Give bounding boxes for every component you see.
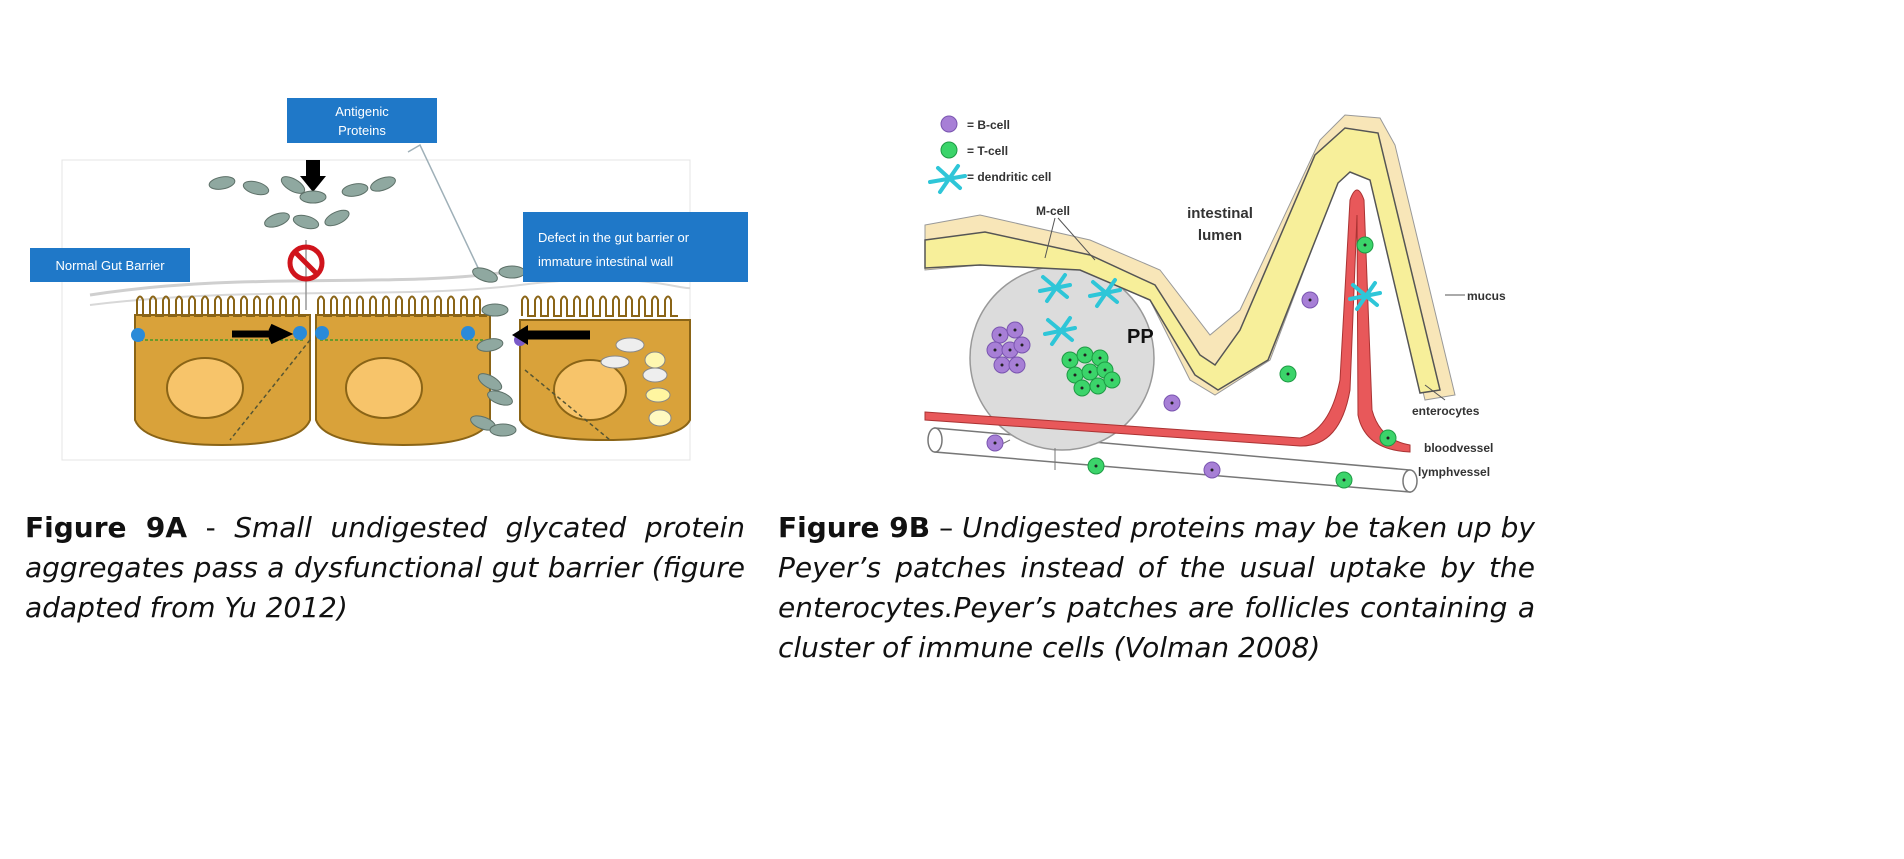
- normal-gut-barrier-label: Normal Gut Barrier: [55, 258, 165, 273]
- protein-particle: [498, 265, 526, 279]
- dendritic-cell: [1348, 281, 1382, 311]
- mucus-line: [89, 278, 691, 306]
- defect-label: Defect in the gut barrier or: [538, 230, 690, 245]
- b-cell-icon: [940, 115, 958, 133]
- mucus-label: mucus: [1467, 289, 1506, 303]
- lymphvessel-label: lymphvessel: [1418, 465, 1490, 479]
- protein-particle: [264, 212, 290, 228]
- no-entry-icon: [287, 244, 325, 282]
- figure-9b-caption-title: Figure 9B: [778, 511, 931, 544]
- dendritic-cell-icon: [928, 164, 967, 194]
- dendritic-cell: [1043, 316, 1077, 346]
- protein-particle: [370, 176, 396, 192]
- protein-particle: [476, 338, 504, 352]
- legend: = B-cell = T-cell = dendritic cell: [928, 115, 1051, 194]
- epithelium-enterocytes: [924, 127, 1441, 394]
- bloodvessel-label: bloodvessel: [1424, 441, 1493, 455]
- figure-9a-diagram: Antigenic Proteins Normal Gut Barrier De…: [30, 98, 748, 461]
- pp-label: PP: [1127, 326, 1154, 348]
- legend-b-cell: = B-cell: [967, 118, 1010, 132]
- protein-particle: [481, 303, 509, 317]
- immune-cells: [986, 236, 1397, 489]
- legend-dendritic-cell: = dendritic cell: [967, 170, 1051, 184]
- nucleus: [166, 357, 244, 419]
- protein-particle: [280, 176, 306, 194]
- antigenic-label: Antigenic: [335, 104, 389, 119]
- arrow-right-icon: [232, 323, 294, 345]
- defect-box: [523, 212, 748, 282]
- arrow-down-icon: [300, 176, 326, 192]
- dendritic-cell: [1088, 278, 1122, 308]
- microvillus-row: [521, 295, 678, 317]
- microvillus-row: [317, 295, 487, 317]
- protein-particle: [242, 180, 270, 196]
- defect-label-2: immature intestinal wall: [538, 254, 673, 269]
- protein-particle: [208, 176, 236, 190]
- figure-9a-caption-text: Small undigested glycated protein aggreg…: [25, 511, 745, 624]
- protein-particle: [299, 190, 327, 204]
- microvilli: [136, 295, 678, 317]
- figure-9a-caption-title: Figure 9A: [25, 511, 188, 544]
- normal-gut-barrier-box: [30, 248, 190, 282]
- antigenic-protein-particles: [208, 176, 526, 437]
- protein-particle: [324, 209, 350, 227]
- figure-9a-caption: Figure 9A - Small undigested glycated pr…: [25, 508, 745, 628]
- epithelial-cell: [134, 314, 311, 447]
- protein-particle: [489, 423, 517, 437]
- lumen-label: lumen: [1198, 227, 1242, 244]
- t-cell-icon: [940, 141, 958, 159]
- intestinal-lumen-label: intestinal: [1187, 205, 1253, 222]
- epithelial-cell: [519, 319, 691, 442]
- caption-separator: –: [930, 511, 963, 544]
- antigenic-proteins-box: [287, 98, 437, 143]
- figure-9b-diagram: = B-cell = T-cell = dendritic cell M-cel…: [924, 114, 1506, 493]
- dendritic-cell: [1038, 273, 1072, 303]
- figure-9b-caption: Figure 9B – Undigested proteins may be t…: [778, 508, 1535, 668]
- protein-particle: [477, 373, 503, 391]
- legend-t-cell: = T-cell: [967, 144, 1008, 158]
- figure-9b-caption-text: Undigested proteins may be taken up by P…: [778, 511, 1535, 664]
- proteins-label: Proteins: [338, 123, 386, 138]
- caption-separator: -: [187, 511, 235, 544]
- protein-particle: [341, 183, 369, 197]
- nucleus: [553, 359, 627, 421]
- microvillus-row: [136, 295, 306, 317]
- blood-vessel: [924, 189, 1411, 453]
- protein-particle: [292, 214, 320, 230]
- nucleus: [345, 357, 423, 419]
- m-cell-label: M-cell: [1036, 204, 1070, 218]
- protein-particle: [487, 390, 513, 406]
- enterocytes-label: enterocytes: [1412, 404, 1480, 418]
- protein-particle: [472, 267, 498, 283]
